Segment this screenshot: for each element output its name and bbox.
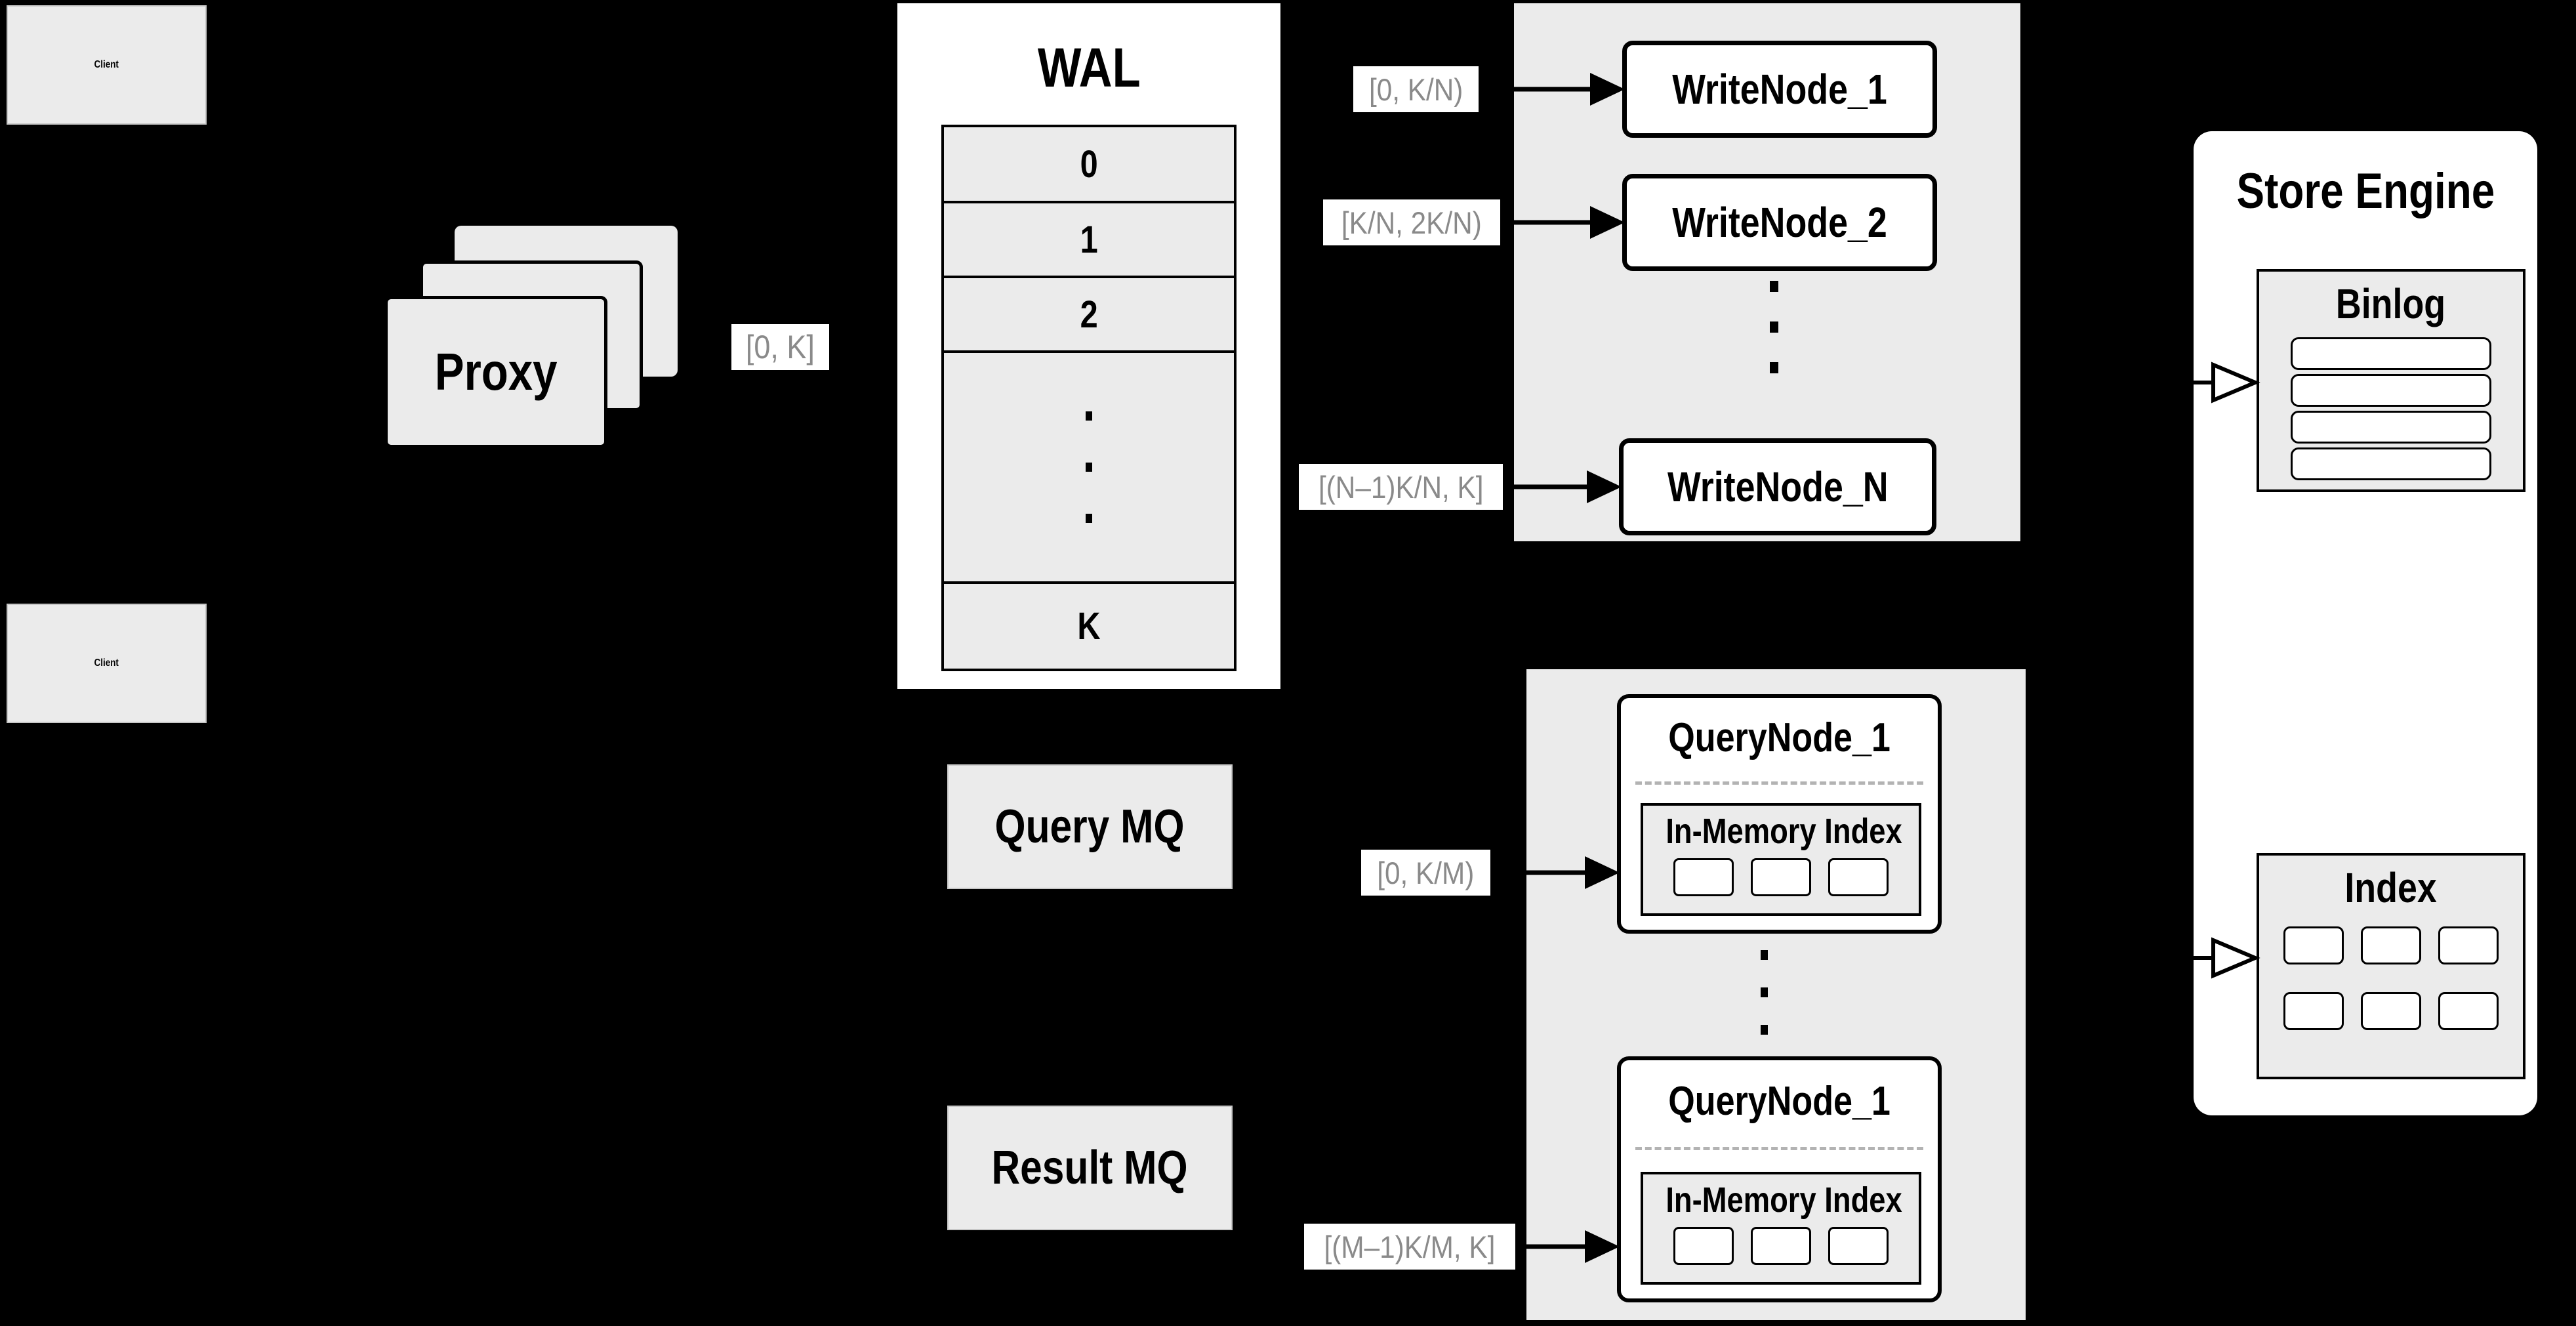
- client-bottom-box: Client: [7, 604, 207, 723]
- segment-cell: [1751, 1227, 1811, 1265]
- result-mq-label: Result MQ: [991, 1142, 1189, 1194]
- proxy-label: Proxy: [434, 342, 558, 401]
- wal-row-ellipsis: [944, 353, 1234, 584]
- range-label-write-node-n: [(N–1)K/N, K]: [1298, 464, 1503, 510]
- index-cell: [2438, 992, 2499, 1030]
- index-segment-cells: [1643, 858, 1919, 896]
- query-group-ellipsis-icon: [1761, 950, 1768, 1035]
- segment-cell: [1751, 858, 1811, 896]
- query-mq-label: Query MQ: [994, 800, 1185, 853]
- vertical-ellipsis-icon: [1086, 411, 1092, 523]
- index-cell: [2438, 926, 2499, 964]
- client-top-label: Client: [94, 59, 119, 70]
- query-node-1-title: QueryNode_1: [1668, 715, 1891, 760]
- write-group-ellipsis-icon: [1770, 281, 1778, 373]
- wal-row-1: 1: [944, 203, 1234, 278]
- in-memory-index-label-2: In-Memory Index: [1666, 1180, 1902, 1220]
- index-segment-cells: [1643, 1227, 1919, 1265]
- write-node-2-label: WriteNode_2: [1672, 199, 1887, 246]
- binlog-row: [2291, 337, 2491, 370]
- index-title: Index: [2344, 864, 2438, 911]
- in-memory-index-label-1: In-Memory Index: [1666, 812, 1902, 851]
- segment-cell: [1673, 858, 1734, 896]
- index-cell: [2283, 992, 2344, 1030]
- result-mq-box: Result MQ: [947, 1106, 1233, 1230]
- range-label-proxy-out: [0, K]: [731, 324, 829, 370]
- write-node-2-box: WriteNode_2: [1622, 174, 1937, 271]
- wal-title: WAL: [1037, 37, 1141, 98]
- wal-row-2: 2: [944, 278, 1234, 353]
- wal-row-k: K: [944, 584, 1234, 669]
- index-cell: [2361, 992, 2421, 1030]
- index-cell: [2361, 926, 2421, 964]
- query-node-2-title: QueryNode_1: [1668, 1079, 1891, 1124]
- binlog-row: [2291, 447, 2491, 480]
- query-node-2-box: QueryNode_1 In-Memory Index: [1617, 1056, 1942, 1302]
- write-node-n-box: WriteNode_N: [1619, 438, 1936, 535]
- store-engine-title: Store Engine: [2236, 163, 2495, 219]
- index-cells: [2259, 926, 2523, 1030]
- client-top-box: Client: [7, 5, 207, 125]
- range-label-write-node-1: [0, K/N): [1353, 66, 1479, 112]
- query-mq-box: Query MQ: [947, 764, 1233, 889]
- dashed-divider: [1635, 781, 1923, 785]
- binlog-rows: [2291, 337, 2491, 480]
- in-memory-index-box-1: In-Memory Index: [1641, 803, 1921, 916]
- range-label-query-node-2: [(M–1)K/M, K]: [1304, 1224, 1515, 1270]
- client-bottom-label: Client: [94, 657, 119, 669]
- proxy-card-front: Proxy: [384, 296, 607, 448]
- binlog-row: [2291, 411, 2491, 444]
- segment-cell: [1673, 1227, 1734, 1265]
- in-memory-index-box-2: In-Memory Index: [1641, 1172, 1921, 1285]
- binlog-box: Binlog: [2257, 269, 2525, 492]
- wal-row-0: 0: [944, 127, 1234, 203]
- range-label-write-node-2: [K/N, 2K/N): [1323, 199, 1500, 245]
- binlog-row: [2291, 374, 2491, 407]
- wal-box: WAL 0 1 2 K: [897, 3, 1280, 689]
- write-node-1-label: WriteNode_1: [1672, 66, 1887, 113]
- wal-segment-table: 0 1 2 K: [941, 125, 1237, 671]
- index-box: Index: [2257, 853, 2525, 1079]
- index-cell: [2283, 926, 2344, 964]
- write-node-1-box: WriteNode_1: [1622, 41, 1937, 138]
- segment-cell: [1828, 1227, 1889, 1265]
- segment-cell: [1828, 858, 1889, 896]
- query-node-1-box: QueryNode_1 In-Memory Index: [1617, 694, 1942, 934]
- binlog-title: Binlog: [2336, 280, 2446, 327]
- dashed-divider: [1635, 1147, 1923, 1150]
- range-label-query-node-1: [0, K/M): [1361, 850, 1490, 896]
- write-node-n-label: WriteNode_N: [1667, 463, 1889, 510]
